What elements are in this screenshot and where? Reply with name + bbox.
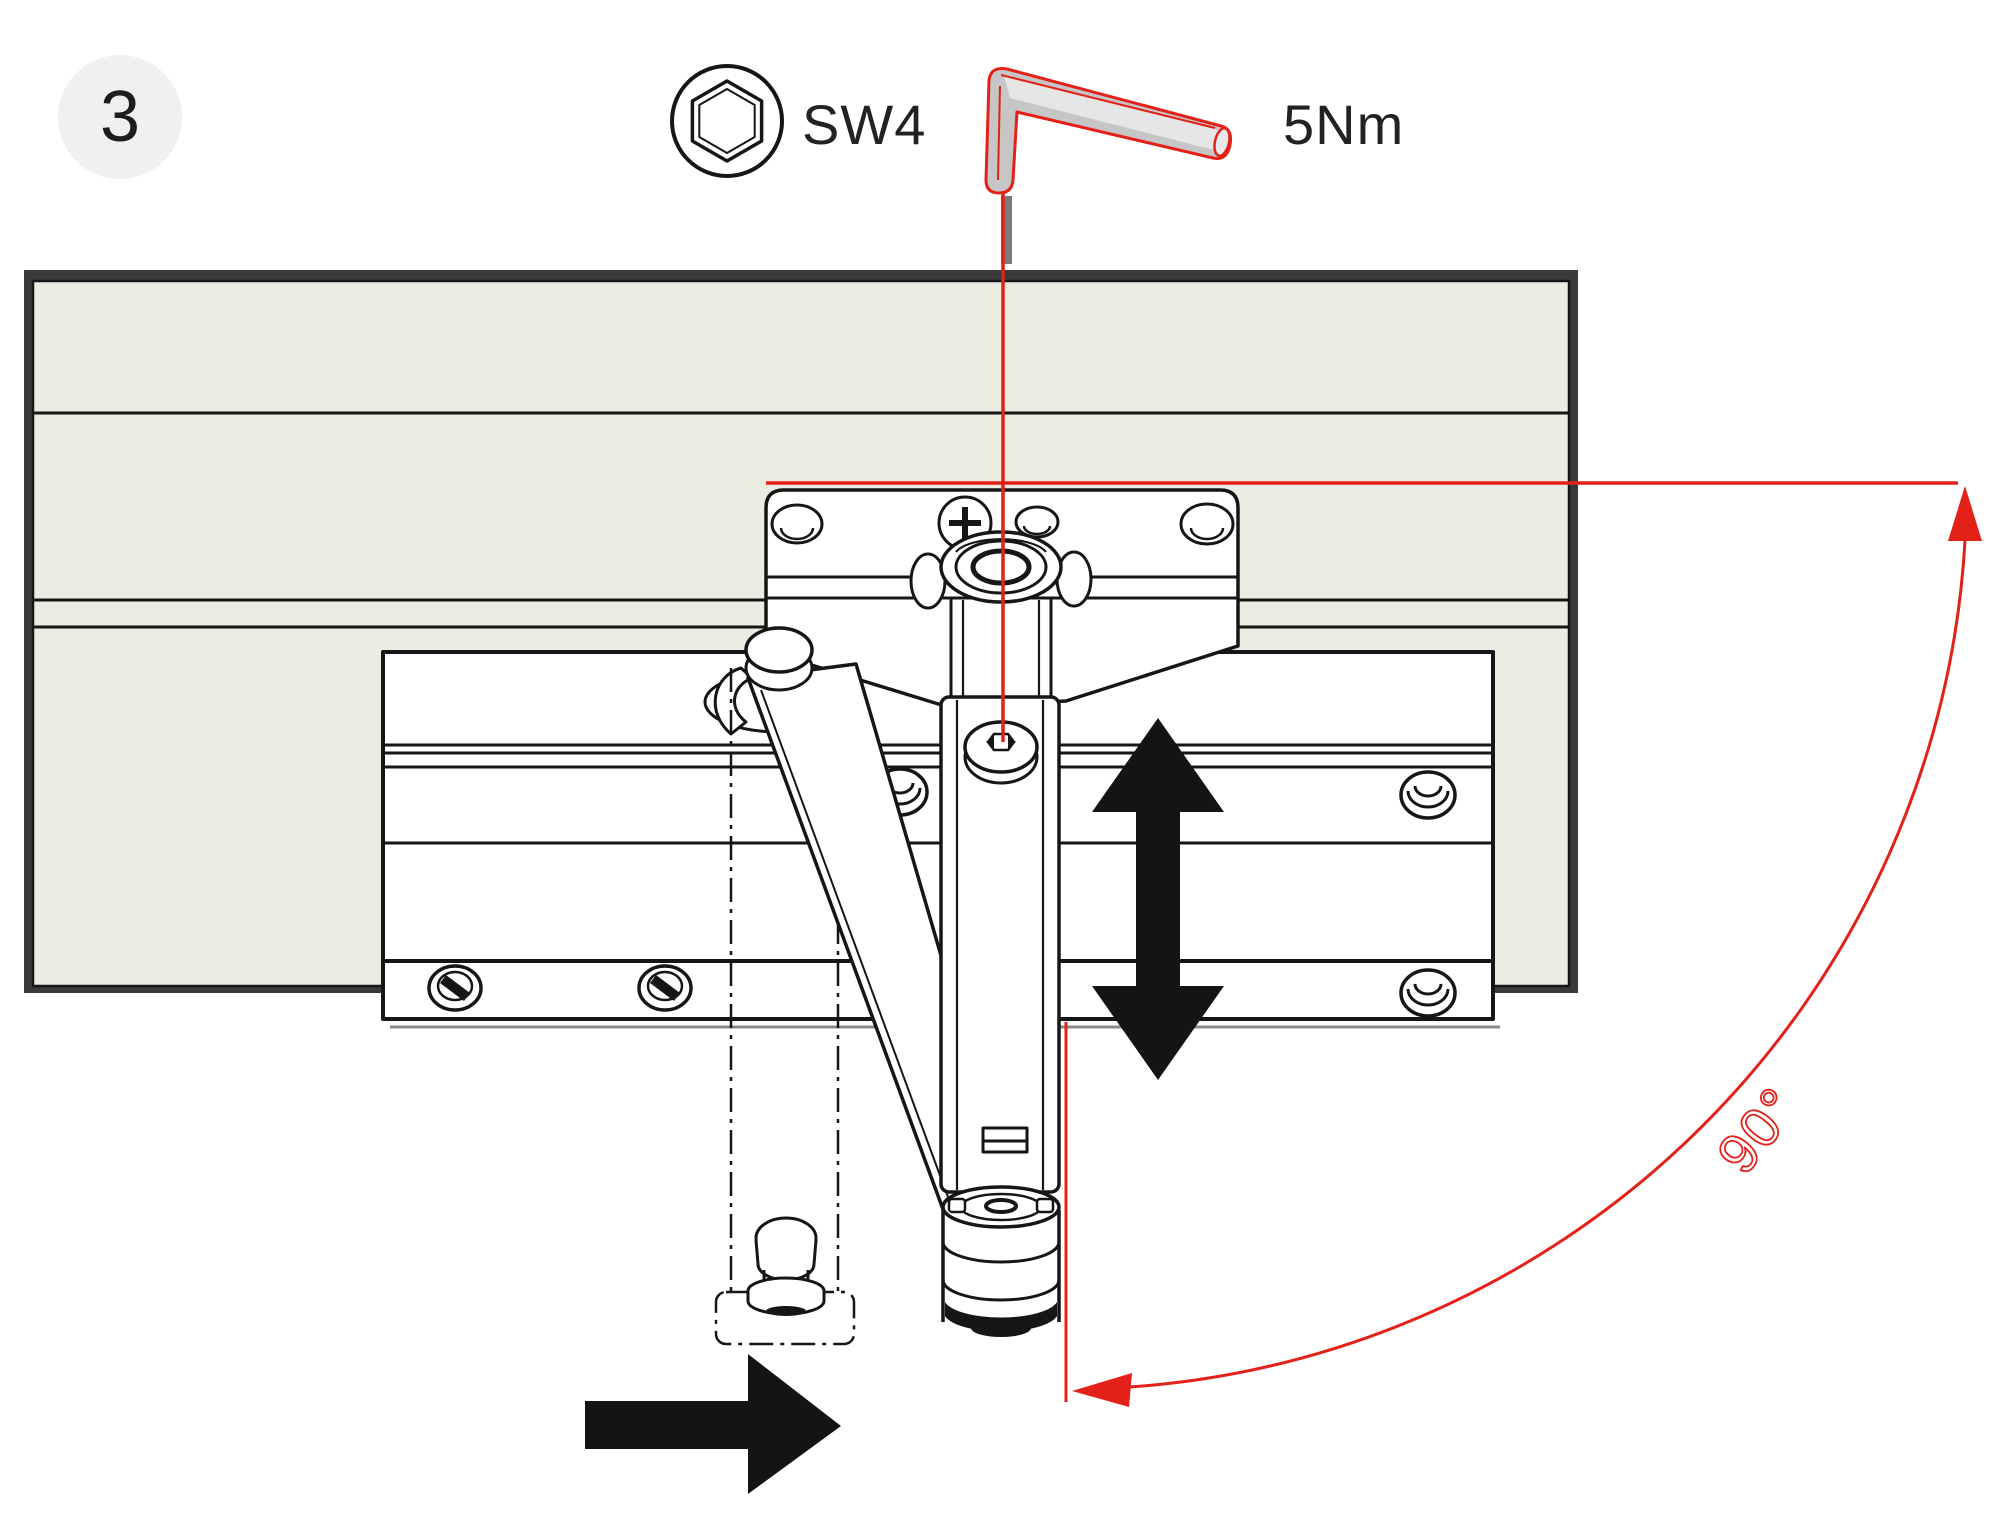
rail-screw-dome bbox=[1399, 968, 1457, 1018]
angle-label: 90° bbox=[1705, 1075, 1811, 1185]
plate-oval-hole bbox=[1179, 502, 1235, 546]
plate-oval-hole bbox=[770, 503, 824, 545]
hex-socket-size-label: SW4 bbox=[802, 93, 927, 156]
arm-pivot-cap bbox=[744, 626, 814, 692]
hex-key-axis-line bbox=[1001, 192, 1012, 742]
torque-value-label: 5Nm bbox=[1283, 93, 1405, 156]
arm-end-pin bbox=[746, 1216, 826, 1316]
pivot-foot bbox=[941, 1185, 1061, 1337]
spindle-hub bbox=[909, 530, 1093, 610]
rail-screw-slotted bbox=[637, 964, 693, 1012]
adjustment-screw bbox=[963, 720, 1039, 785]
right-arrow-icon bbox=[585, 1354, 841, 1494]
rail-screw-dome bbox=[1399, 770, 1457, 820]
up-down-arrow-icon bbox=[1092, 718, 1224, 1080]
slide-rail bbox=[381, 650, 1500, 1029]
rail-screw-slotted bbox=[427, 964, 483, 1012]
spindle-column bbox=[949, 596, 1053, 699]
closer-body bbox=[939, 695, 1061, 1194]
step-badge: 3 bbox=[58, 55, 182, 179]
plate-small-screw bbox=[1014, 505, 1060, 539]
allen-key-icon bbox=[984, 67, 1233, 195]
hex-socket-icon bbox=[670, 64, 784, 178]
step-number: 3 bbox=[99, 77, 141, 157]
